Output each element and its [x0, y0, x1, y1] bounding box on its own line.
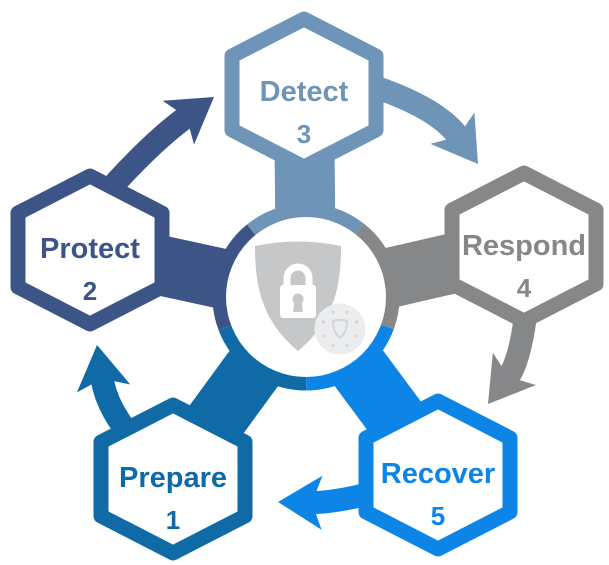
node-detect: Detect 3 — [224, 11, 384, 175]
badge-dot — [345, 310, 349, 315]
node-label: Detect — [260, 76, 349, 108]
arrow-shaft — [368, 75, 469, 145]
ring-segment-protect — [212, 224, 256, 331]
hexagon — [358, 393, 518, 557]
badge-shield-glyph-icon — [331, 318, 349, 340]
ring-segment-recover — [306, 324, 394, 391]
hexagon — [224, 11, 384, 175]
arrowhead — [162, 97, 214, 145]
badge-dot — [321, 334, 326, 338]
node-recover: Recover 5 — [358, 393, 518, 557]
badge-dot — [354, 320, 359, 324]
seal-badge-icon — [314, 303, 366, 355]
badge-dot — [354, 334, 359, 338]
ring-segment-prepare — [218, 325, 307, 391]
center-ring — [212, 203, 400, 391]
node-number: 5 — [431, 501, 445, 531]
node-prepare: Prepare 1 — [93, 397, 253, 561]
nodes: Prepare 1 Protect 2 Detect 3 Respond 4 R… — [10, 11, 604, 561]
arrowhead — [488, 352, 536, 404]
lock-keyhole-stem — [293, 301, 303, 312]
hexagon — [93, 397, 253, 561]
node-protect: Protect 2 — [10, 168, 170, 332]
badge-dot — [331, 343, 335, 348]
node-number: 1 — [166, 505, 180, 535]
node-label: Prepare — [119, 462, 227, 494]
badge-dots — [321, 310, 359, 348]
ring-segment-detect — [246, 203, 364, 236]
arrowhead — [278, 475, 323, 530]
node-respond: Respond 4 — [444, 165, 604, 329]
shield-lock-icon — [255, 241, 366, 355]
node-number: 4 — [517, 273, 532, 303]
arrowhead — [430, 112, 478, 164]
node-number: 2 — [83, 276, 97, 306]
node-label: Recover — [381, 458, 495, 490]
arrowhead — [76, 345, 131, 393]
badge-circle — [314, 303, 366, 355]
node-label: Respond — [462, 230, 586, 262]
badge-dot — [345, 343, 349, 348]
node-label: Protect — [40, 233, 140, 265]
hexagon — [444, 165, 604, 329]
lock-shackle — [283, 263, 313, 287]
badge-dot — [321, 320, 326, 324]
hexagon — [10, 168, 170, 332]
node-number: 3 — [297, 119, 311, 149]
badge-dot — [331, 310, 335, 315]
ring-segment-respond — [355, 223, 400, 330]
arrow-detect-to-respond — [368, 75, 478, 164]
